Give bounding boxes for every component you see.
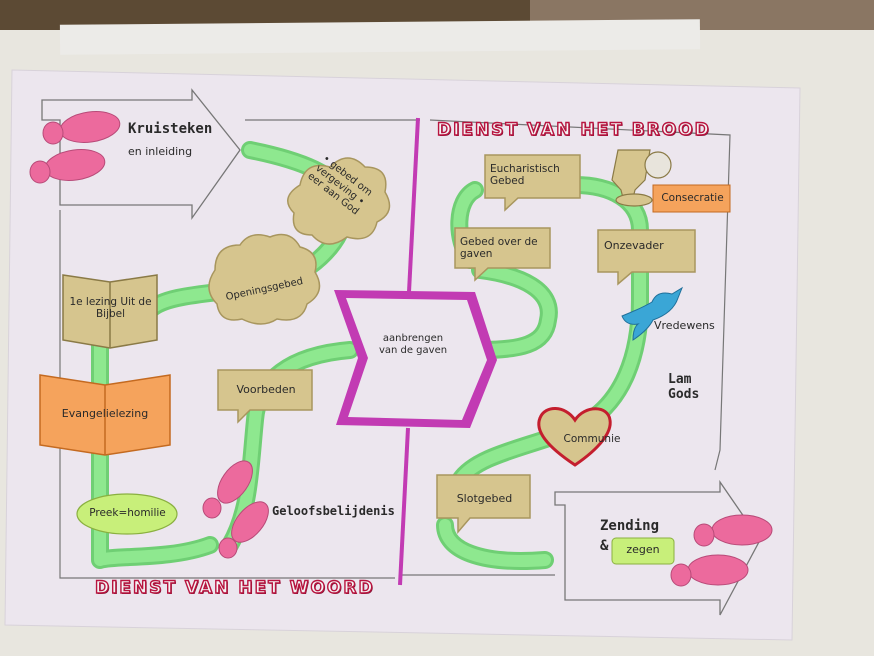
cloud-openingsgebed <box>208 233 321 325</box>
oval-preek <box>76 493 178 535</box>
label-ampersand: & <box>600 538 609 554</box>
label-evangelielezing: Evangelielezing <box>61 407 149 420</box>
footprints-end-icon <box>670 514 773 587</box>
label-vredewens: Vredewens <box>654 319 715 332</box>
label-kruisteken: Kruisteken <box>128 121 213 137</box>
title-dienst-brood: DIENST VAN HET BROOD <box>436 119 711 140</box>
box-eucharistisch <box>484 154 581 212</box>
label-en-inleiding: en inleiding <box>128 145 193 158</box>
label-gebed-gaven: Gebed over de gaven <box>460 236 538 261</box>
title-dienst-woord: DIENST VAN HET WOORD <box>94 577 375 598</box>
label-slotgebed: Slotgebed <box>456 492 513 505</box>
book-lezing-icon <box>62 274 158 349</box>
chalice-icon <box>611 149 672 207</box>
cloud-vergeving <box>287 157 391 245</box>
footprints-start-icon <box>29 111 121 184</box>
label-communie: Communie <box>563 433 621 445</box>
label-voorbeden: Voorbeden <box>236 383 296 396</box>
footprints-middle-icon <box>202 460 269 559</box>
label-zegen: zegen <box>626 543 660 556</box>
label-consecratie: Consecratie <box>661 192 724 204</box>
tag-consecratie <box>652 184 731 213</box>
end-arrow-outline <box>554 479 761 616</box>
book-evangelie-icon <box>39 374 171 456</box>
label-onzevader: Onzevader <box>604 239 664 252</box>
label-eucharistisch: Eucharistisch Gebed <box>490 163 560 188</box>
label-geloofsbelijdenis: Geloofsbelijdenis <box>272 504 395 518</box>
box-gebed-gaven <box>454 227 551 282</box>
box-slotgebed <box>436 474 531 535</box>
label-lam-gods: Lam Gods <box>668 372 700 402</box>
label-preek: Preek=homilie <box>89 507 166 519</box>
tag-zegen <box>611 537 675 565</box>
label-zending: Zending <box>600 518 660 534</box>
box-onzevader <box>597 229 696 286</box>
start-arrow-outline <box>41 88 241 221</box>
heart-icon <box>537 407 612 467</box>
dove-icon <box>621 286 684 341</box>
label-aanbrengen: aanbrengen van de gaven <box>378 333 448 356</box>
box-voorbeden <box>217 369 313 424</box>
label-lezing: 1e lezing Uit de Bijbel <box>69 296 152 321</box>
